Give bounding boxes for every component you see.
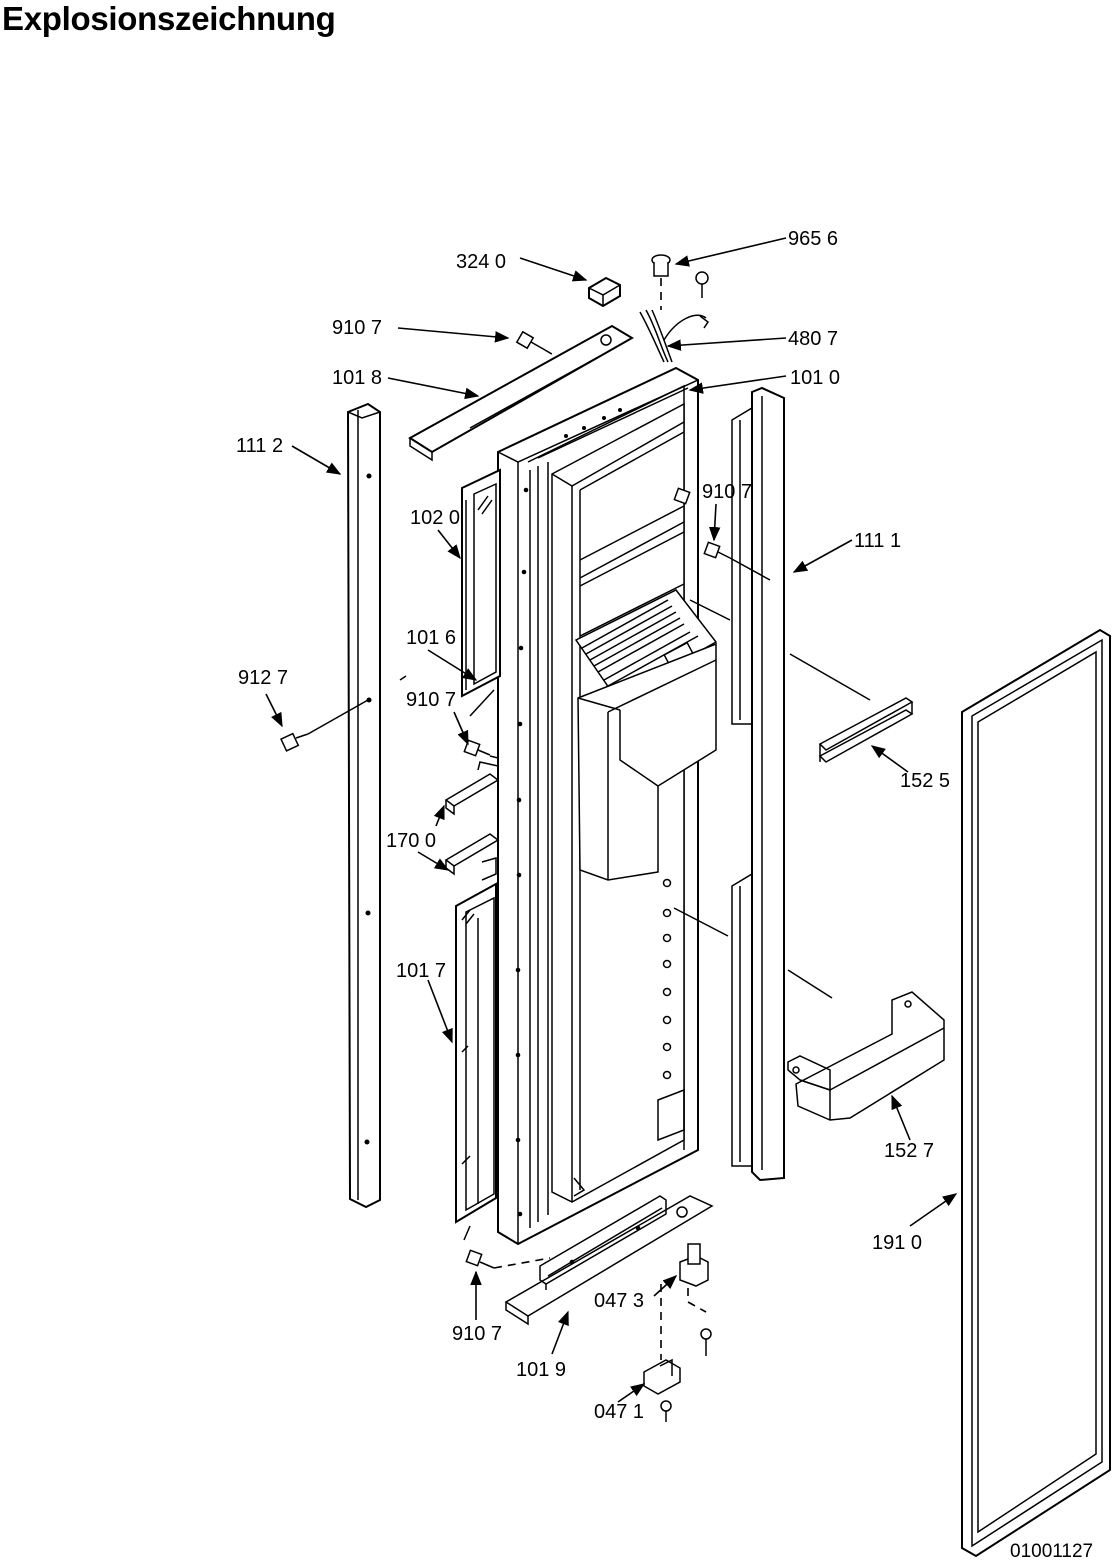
door-gasket-part — [961, 628, 1111, 1558]
label-324-0: 324 0 — [456, 251, 506, 273]
label-101-8: 101 8 — [332, 367, 382, 389]
label-101-0: 101 0 — [790, 367, 840, 389]
right-side-trim-part — [731, 386, 785, 1182]
left-side-trim-part — [346, 402, 381, 1209]
label-111-2: 111 2 — [236, 435, 283, 457]
label-047-3: 047 3 — [594, 1290, 644, 1312]
wire-harness-part — [639, 309, 710, 363]
screw-bottom-part — [465, 1249, 495, 1269]
label-047-1: 047 1 — [594, 1401, 644, 1423]
label-111-1: 111 1 — [854, 530, 901, 552]
label-152-7: 152 7 — [884, 1140, 934, 1162]
top-trim-bar-part — [408, 324, 634, 462]
label-912-7: 912 7 — [238, 667, 288, 689]
label-910-7-top: 910 7 — [332, 317, 382, 339]
lower-glass-panel-part — [455, 882, 497, 1224]
label-101-9: 101 9 — [516, 1359, 566, 1381]
upper-glass-panel-part — [461, 468, 501, 698]
bracket-lower-part — [444, 833, 500, 881]
lower-hinge-part — [643, 1358, 681, 1422]
screw-left-part — [280, 732, 309, 752]
leader-arrows — [265, 237, 958, 1403]
label-910-7-bottom: 910 7 — [452, 1323, 502, 1345]
bracket-upper-part — [444, 761, 500, 816]
label-152-5: 152 5 — [900, 770, 950, 792]
bottom-trim-part — [504, 1195, 714, 1326]
screw-top-part — [515, 330, 556, 357]
label-170-0: 170 0 — [386, 830, 436, 852]
upper-trim-part — [469, 689, 495, 717]
screw-right-part — [673, 487, 731, 559]
plug-part — [651, 254, 709, 310]
label-480-7: 480 7 — [788, 328, 838, 350]
label-102-0: 102 0 — [410, 507, 460, 529]
rail-part — [818, 697, 914, 763]
document-code: 01001127 — [1010, 1541, 1094, 1562]
label-965-6: 965 6 — [788, 228, 838, 250]
label-910-7-mid: 910 7 — [406, 689, 456, 711]
label-191-0: 191 0 — [872, 1232, 922, 1254]
label-910-7-right: 910 7 — [702, 481, 752, 503]
label-101-7: 101 7 — [396, 960, 446, 982]
connector-part — [588, 276, 621, 308]
upper-hinge-part — [679, 1243, 712, 1356]
page-title: Explosionszeichnung — [2, 0, 336, 37]
handle-part — [787, 991, 945, 1121]
assembly-lines — [307, 557, 871, 1360]
door-frame-part — [497, 366, 718, 1246]
label-101-6: 101 6 — [406, 627, 456, 649]
